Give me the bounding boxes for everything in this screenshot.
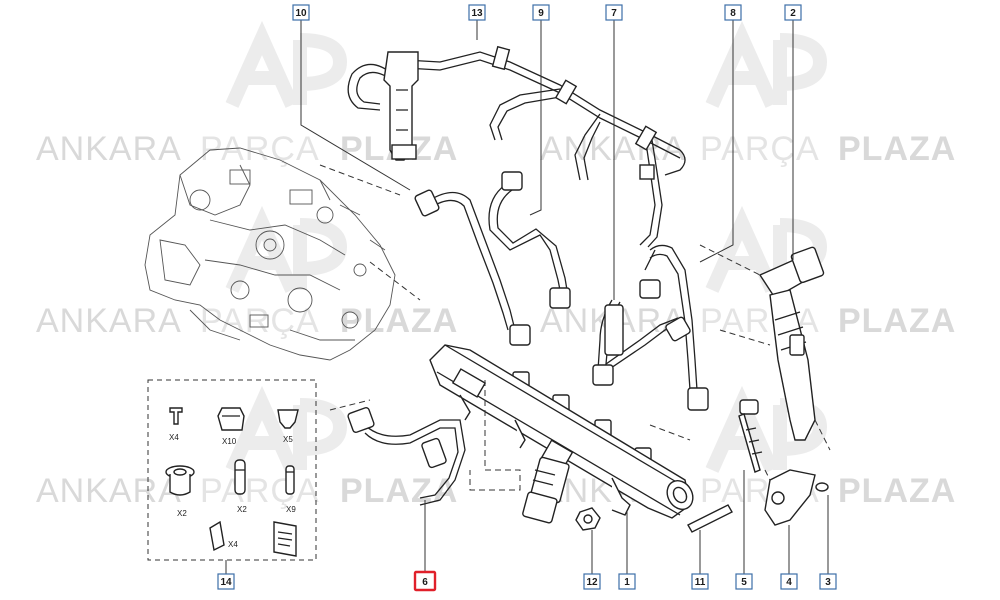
fuel-rail xyxy=(429,344,694,519)
injector-pipes xyxy=(347,171,698,506)
kit-label-x5: X5 xyxy=(283,435,293,444)
rail-nut xyxy=(575,507,601,531)
callout-label-8: 8 xyxy=(730,8,736,19)
callout-3[interactable]: 3 xyxy=(819,573,837,590)
wm-ankara: ANKARA xyxy=(36,302,182,340)
callout-label-2: 2 xyxy=(790,8,796,19)
callout-label-11: 11 xyxy=(695,577,706,588)
callout-8[interactable]: 8 xyxy=(724,4,742,21)
callout-7[interactable]: 7 xyxy=(605,4,623,21)
wm-parca: PARÇA xyxy=(200,472,320,510)
pump-sketch xyxy=(144,147,421,361)
kit-item-x10: X10 xyxy=(217,407,245,446)
callout-4[interactable]: 4 xyxy=(780,573,798,590)
callout-label-7: 7 xyxy=(611,8,617,19)
watermark-text-row-2: ANKARA PARÇA PLAZA ANKARA PARÇA PLAZA xyxy=(36,302,956,340)
wm-ankara: ANKARA xyxy=(36,472,182,510)
dashed-guides xyxy=(319,164,831,491)
callout-label-1: 1 xyxy=(624,577,630,588)
kit-label-x2a: X2 xyxy=(177,509,187,518)
callout-label-13: 13 xyxy=(471,8,483,19)
return-hose-assembly xyxy=(347,45,686,248)
wm-plaza: PLAZA xyxy=(340,472,458,510)
injector-clamp xyxy=(764,469,816,526)
callout-12[interactable]: 12 xyxy=(583,573,601,590)
injector-bolt xyxy=(738,399,763,473)
kit-item-x2a: X2 xyxy=(165,465,195,518)
kit-instruction-sheet xyxy=(273,521,297,557)
callout-6[interactable]: 6 xyxy=(413,570,437,592)
watermark-text-row-1: ANKARA PARÇA PLAZA ANKARA PARÇA PLAZA xyxy=(36,130,956,168)
callout-label-4: 4 xyxy=(786,577,792,588)
callout-label-3: 3 xyxy=(825,577,831,588)
wm-plaza: PLAZA xyxy=(838,130,956,168)
kit-label-x4b: X4 xyxy=(228,540,238,549)
seal-kit-panel: X4 X10 X5 X2 X2 X9 xyxy=(147,379,317,561)
callout-13[interactable]: 13 xyxy=(468,4,486,21)
wm-ankara: ANKARA xyxy=(36,130,182,168)
stud-bolt xyxy=(687,504,733,533)
kit-item-x2b: X2 xyxy=(234,459,247,514)
callout-11[interactable]: 11 xyxy=(691,573,709,590)
kit-item-x4b: X4 xyxy=(209,520,238,552)
callout-label-6: 6 xyxy=(422,577,428,588)
kit-item-x4a: X4 xyxy=(169,407,183,442)
wm-plaza: PLAZA xyxy=(838,472,956,510)
wm-parca: PARÇA xyxy=(700,130,820,168)
kit-label-x2b: X2 xyxy=(237,505,247,514)
pressure-sensor xyxy=(522,456,570,524)
callout-14[interactable]: 14 xyxy=(217,573,235,590)
wm-plaza: PLAZA xyxy=(838,302,956,340)
callout-label-14: 14 xyxy=(220,577,232,588)
callout-label-12: 12 xyxy=(586,577,598,588)
kit-label-x4a: X4 xyxy=(169,433,179,442)
injector xyxy=(758,246,825,441)
callout-2[interactable]: 2 xyxy=(784,4,802,21)
callout-label-9: 9 xyxy=(538,8,544,19)
callout-1[interactable]: 1 xyxy=(618,573,636,590)
wm-parca: PARÇA xyxy=(200,130,320,168)
callouts: 10 13 9 7 8 2 14 6 xyxy=(217,4,837,592)
callout-label-10: 10 xyxy=(295,8,307,19)
sealing-washer xyxy=(815,482,829,492)
kit-item-x5: X5 xyxy=(277,409,299,444)
callout-10[interactable]: 10 xyxy=(292,4,310,21)
callout-label-5: 5 xyxy=(741,577,747,588)
wm-plaza: PLAZA xyxy=(340,302,458,340)
seal-kit-border xyxy=(147,379,317,561)
kit-label-x9: X9 xyxy=(286,505,296,514)
callout-9[interactable]: 9 xyxy=(532,4,550,21)
callout-5[interactable]: 5 xyxy=(735,573,753,590)
kit-item-x9: X9 xyxy=(285,465,296,514)
wm-ankara: ANKARA xyxy=(540,130,686,168)
leader-lines xyxy=(225,20,829,574)
kit-label-x10: X10 xyxy=(222,437,237,446)
